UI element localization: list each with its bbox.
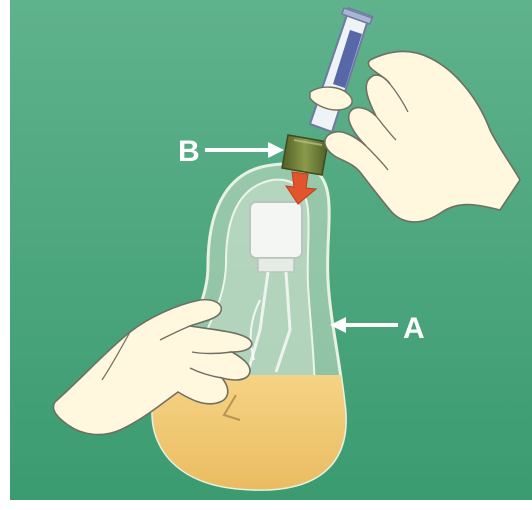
connector-icon [282, 135, 328, 175]
vial-chamber [250, 202, 302, 258]
label-b: B [178, 135, 200, 168]
diagram-illustration: B A [10, 0, 532, 500]
diagram-panel: B A [10, 0, 532, 500]
label-a: A [403, 312, 425, 345]
